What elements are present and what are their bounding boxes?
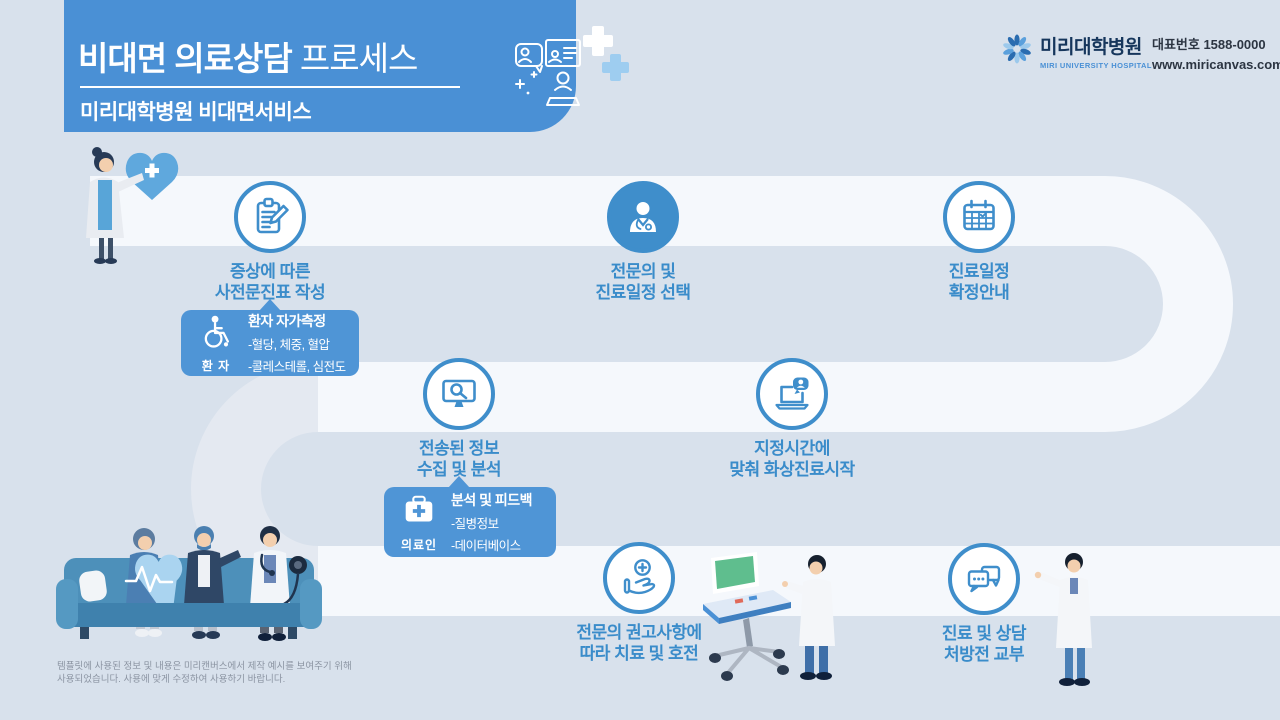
couch-consultation-illustration	[56, 526, 322, 641]
medical-cart-doctor-illustration	[703, 552, 835, 681]
calendar-icon	[943, 181, 1015, 253]
step-7-label: 진료 및 상담 처방전 교부	[941, 624, 1027, 664]
step-1-label: 증상에 따른 사전문진표 작성	[214, 262, 326, 302]
video-call-icon	[756, 358, 828, 430]
wheelchair-icon	[204, 315, 230, 348]
step-1: 증상에 따른 사전문진표 작성	[160, 181, 380, 303]
step-2: 전문의 및 진료일정 선택	[533, 181, 753, 303]
hospital-name: 미리대학병원	[1040, 37, 1142, 58]
path-band-white	[90, 176, 1233, 432]
chat-icon	[948, 543, 1020, 615]
header-banner: 비대면 의료상담 프로세스 미리대학병원 비대면서비스	[64, 0, 629, 132]
callout-role: 의료인	[400, 537, 438, 552]
callout-item: -콜레스테롤, 심전도	[248, 360, 346, 374]
step-3: 진료일정 확정안내	[869, 181, 1089, 303]
contact-block: 대표번호 1588-0000 www.miricanvas.com	[1152, 34, 1280, 72]
hospital-brand: 미리대학병원 MIRI UNIVERSITY HOSPITAL	[1000, 32, 1152, 70]
pointing-doctor-illustration	[1034, 553, 1092, 686]
website-url: www.miricanvas.com	[1152, 57, 1280, 72]
step-4-label: 전송된 정보 수집 및 분석	[416, 439, 502, 479]
woman-heart-illustration	[86, 147, 179, 264]
step-4: 전송된 정보 수집 및 분석	[349, 358, 569, 480]
callout-title: 환자 자가측정	[248, 313, 326, 329]
callout-item: -혈당, 체중, 혈압	[248, 338, 330, 352]
title-underline	[80, 86, 460, 88]
callout-item: -질병정보	[451, 517, 499, 531]
step-6: 전문의 권고사항에 따라 치료 및 호전	[529, 542, 749, 664]
step-5-label: 지정시간에 맞춰 화상진료시작	[729, 439, 855, 479]
patient-callout: 환 자 환자 자가측정 -혈당, 체중, 혈압 -콜레스테롤, 심전도	[181, 299, 359, 376]
page-title-main: 비대면 의료상담	[78, 40, 293, 77]
step-7: 진료 및 상담 처방전 교부	[874, 543, 1094, 665]
footer-disclaimer: 템플릿에 사용된 정보 및 내용은 미리캔버스에서 제작 예시를 보여주기 위해…	[57, 661, 352, 685]
provider-callout: 의료인 분석 및 피드백 -질병정보 -데이터베이스	[384, 476, 556, 557]
callout-title: 분석 및 피드백	[451, 492, 533, 508]
step-6-label: 전문의 권고사항에 따라 치료 및 호전	[576, 623, 702, 663]
hospital-name-en: MIRI UNIVERSITY HOSPITAL	[1040, 61, 1152, 70]
step-2-label: 전문의 및 진료일정 선택	[595, 262, 691, 302]
callout-item: -데이터베이스	[451, 539, 521, 553]
step-5: 지정시간에 맞춰 화상진료시작	[682, 358, 902, 480]
callout-pointer	[448, 476, 470, 488]
page-title-sub: 프로세스	[291, 40, 418, 77]
page-subtitle: 미리대학병원 비대면서비스	[80, 101, 312, 124]
first-aid-kit-icon	[405, 495, 433, 521]
hospital-logo-icon	[1003, 34, 1031, 64]
step-3-label: 진료일정 확정안내	[948, 262, 1010, 302]
clipboard-icon	[234, 181, 306, 253]
callout-role: 환 자	[201, 358, 231, 373]
phone-number: 대표번호 1588-0000	[1152, 37, 1266, 52]
hand-cross-icon	[603, 542, 675, 614]
telemedicine-doodle-icon	[515, 26, 629, 106]
callout-pointer	[259, 299, 281, 311]
monitor-search-icon	[423, 358, 495, 430]
page-title: 비대면 의료상담 프로세스	[78, 32, 418, 80]
doctor-icon	[607, 181, 679, 253]
